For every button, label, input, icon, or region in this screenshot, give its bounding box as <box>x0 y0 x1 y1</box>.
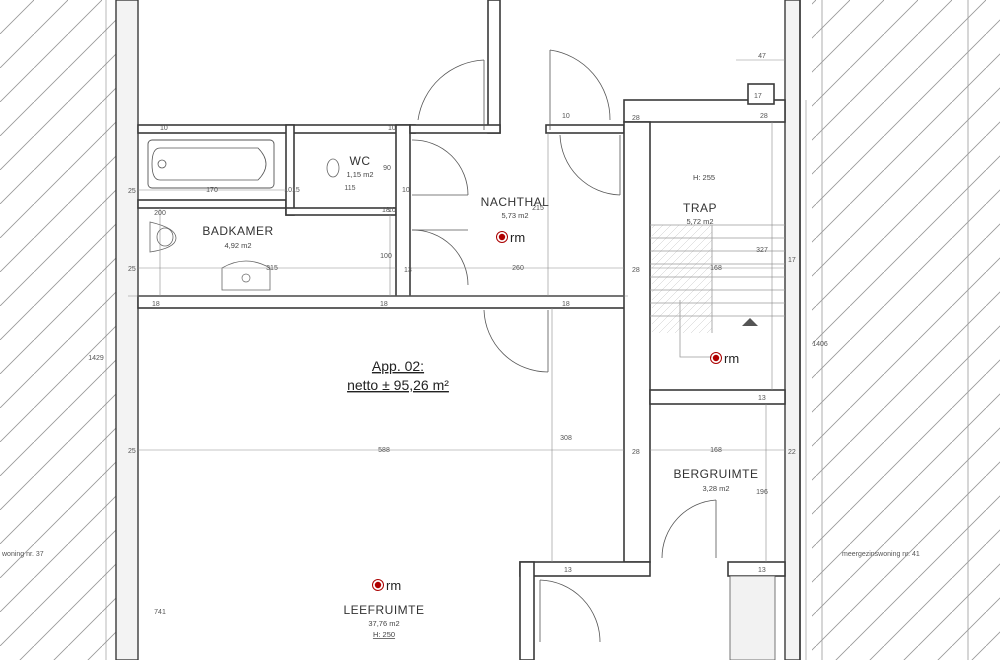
staircase <box>650 224 785 358</box>
neighbor-zone-right <box>812 0 1000 660</box>
room-area-badkamer: 4,92 m2 <box>224 241 251 250</box>
dim-100: 100 <box>380 253 392 260</box>
dim-25b: 25 <box>128 266 136 273</box>
dim-13d: 13 <box>404 267 412 274</box>
dim-28b: 28 <box>632 449 640 456</box>
room-area-trap: 5,72 m2 <box>686 217 713 226</box>
room-name-nachthal: NACHTHAL <box>481 195 550 209</box>
room-area-leefruimte: 37,76 m2 <box>368 619 399 628</box>
dim-18b: 18 <box>380 301 388 308</box>
dim-22: 22 <box>788 449 796 456</box>
dim-10d: 10 <box>562 113 570 120</box>
room-area-wc: 1,15 m2 <box>346 170 373 179</box>
sink <box>221 260 271 291</box>
room-area-nachthal: 5,73 m2 <box>501 211 528 220</box>
dim-13c: 13 <box>758 567 766 574</box>
dim-25a: 25 <box>128 188 136 195</box>
dim-13a: 13 <box>758 395 766 402</box>
dim-327: 327 <box>756 247 768 254</box>
dim-25c: 25 <box>128 448 136 455</box>
unit-name: App. 02: <box>372 358 424 374</box>
dim-28d: 28 <box>760 113 768 120</box>
dim-18c: 18 <box>562 301 570 308</box>
room-name-badkamer: BADKAMER <box>202 224 273 238</box>
dim-170: 170 <box>206 187 218 194</box>
room-name-leefruimte: LEEFRUIMTE <box>343 603 424 617</box>
unit-area: netto ± 95,26 m² <box>347 377 449 393</box>
wc-toilet <box>326 158 340 178</box>
dim-260: 260 <box>512 265 524 272</box>
dim-1015: 1015 <box>284 187 300 194</box>
svg-text:rm: rm <box>724 351 739 366</box>
svg-text:rm: rm <box>386 578 401 593</box>
dim-168a: 168 <box>710 265 722 272</box>
room-height-trap: H: 255 <box>693 173 715 182</box>
dim-47: 47 <box>758 53 766 60</box>
rm-marker-leefruimte: rm <box>372 578 401 593</box>
dim-168b: 168 <box>710 447 722 454</box>
dim-10a: 10 <box>160 125 168 132</box>
room-name-bergruimte: BERGRUIMTE <box>673 467 758 481</box>
dim-17b: 17 <box>754 93 762 100</box>
bathtub <box>147 139 275 189</box>
dim-10b: 10 <box>388 125 396 132</box>
neighbor-zone-left <box>0 0 116 660</box>
room-name-wc: WC <box>350 154 371 168</box>
dim-588: 588 <box>378 447 390 454</box>
room-name-trap: TRAP <box>683 201 717 215</box>
dim-741: 741 <box>154 609 166 616</box>
dim-200: 200 <box>154 210 166 217</box>
neighbor-label-right: meergezinswoning nr. 41 <box>842 551 920 558</box>
dimension-lines <box>105 0 807 660</box>
dim-18a: 18 <box>152 301 160 308</box>
room-height-leefruimte: H: 250 <box>373 630 395 639</box>
svg-text:rm: rm <box>510 230 525 245</box>
neighbor-label-left: woning nr. 37 <box>1 551 44 558</box>
dim-196: 196 <box>756 489 768 496</box>
dim-10c: 10 <box>402 187 410 194</box>
dim-28c: 28 <box>632 115 640 122</box>
outer-wall-left <box>115 0 139 660</box>
dim-1406: 1406 <box>812 341 828 348</box>
room-area-bergruimte: 3,28 m2 <box>702 484 729 493</box>
dim-1429: 1429 <box>88 355 104 362</box>
rm-marker-trap: rm <box>710 351 739 366</box>
rm-marker-nachthal: rm <box>496 230 525 245</box>
outer-wall-right <box>784 0 801 660</box>
dim-18d: 18 <box>382 207 390 214</box>
dim-90: 90 <box>383 165 391 172</box>
dim-215: 215 <box>532 205 544 212</box>
dim-315: 315 <box>266 265 278 272</box>
dim-115: 115 <box>344 185 355 192</box>
dim-13b: 13 <box>564 567 572 574</box>
dim-17: 17 <box>788 257 796 264</box>
dim-28a: 28 <box>632 267 640 274</box>
dim-308: 308 <box>560 435 572 442</box>
dim-10e: 10 <box>388 207 396 214</box>
